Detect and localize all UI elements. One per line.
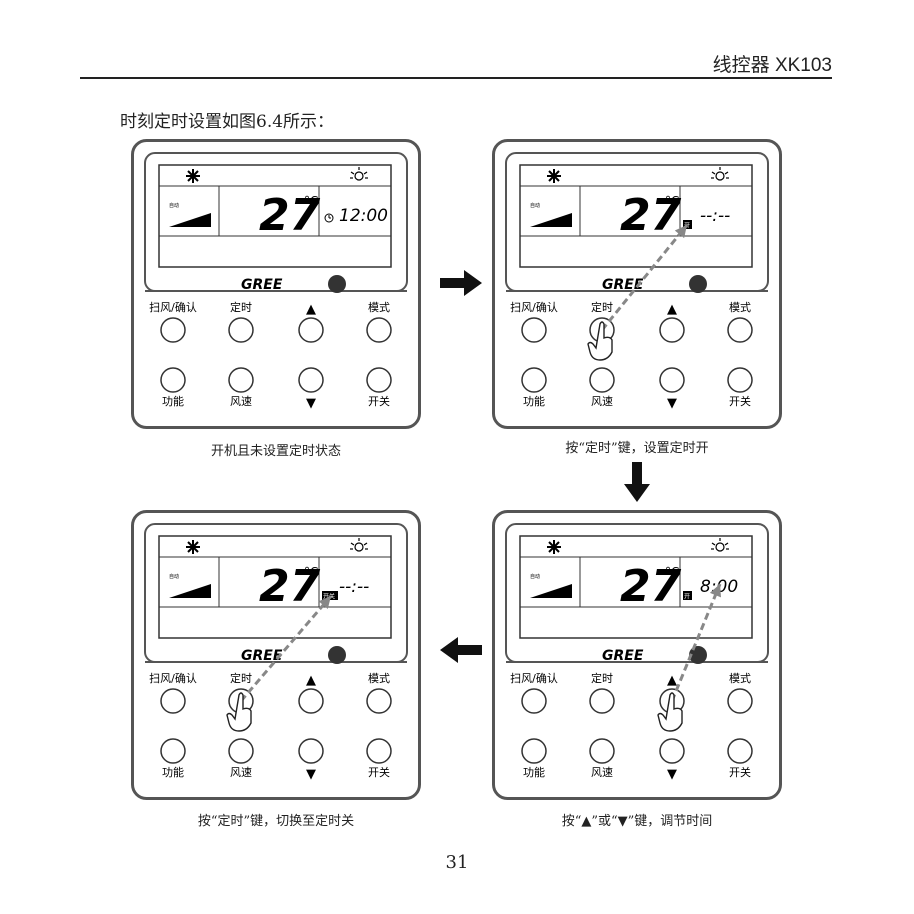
power-label: 开关 (368, 394, 390, 408)
function-button[interactable] (522, 739, 546, 763)
fan-speed-label: 风速 (591, 766, 613, 779)
mode-label-btn: 模式 (368, 672, 390, 685)
caption-initial: 开机且未设置定时状态 (131, 440, 421, 459)
snowflake-icon (186, 540, 200, 554)
mode-label-btn: 模式 (729, 301, 751, 314)
time-value: 12:00 (339, 206, 388, 226)
panel-set-timer-on: 自动 27 °C 开 --:-- GREE 扫风/确认 定时 ▲ 模式 功能 (492, 139, 782, 429)
swing-confirm-label: 扫风/确认 (149, 301, 197, 314)
time-value: --:-- (339, 577, 369, 597)
fan-speed-label: 风速 (230, 395, 252, 408)
power-button[interactable] (367, 739, 391, 763)
mode-label: 自动 (530, 202, 540, 209)
mode-button[interactable] (728, 689, 752, 713)
up-button[interactable] (299, 689, 323, 713)
arrow-right (440, 270, 482, 296)
power-indicator (689, 275, 707, 293)
up-button[interactable] (299, 318, 323, 342)
fan-speed-button[interactable] (229, 739, 253, 763)
function-button[interactable] (161, 739, 185, 763)
down-label: ▼ (667, 767, 677, 782)
brand-logo: GREE (241, 277, 283, 293)
temperature-unit: °C (304, 565, 318, 579)
panel-switch-timer-off: 自动 27 °C 开关 --:-- GREE 扫风/确认 定时 ▲ 模式 功能 (131, 510, 421, 800)
timer-label: 定时 (591, 300, 613, 314)
swing-confirm-label: 扫风/确认 (510, 301, 558, 314)
fan-speed-label: 风速 (230, 766, 252, 779)
down-label: ▼ (306, 767, 316, 782)
header-rule (80, 77, 832, 79)
mode-button[interactable] (367, 689, 391, 713)
mode-label: 自动 (169, 202, 179, 209)
timer-label: 定时 (230, 671, 252, 685)
snowflake-icon (547, 540, 561, 554)
caption-switch-timer-off: 按“定时”键，切换至定时关 (131, 810, 421, 829)
fan-speed-button[interactable] (229, 368, 253, 392)
mode-label: 自动 (169, 573, 179, 580)
up-button[interactable] (660, 318, 684, 342)
arrow-left (440, 637, 482, 663)
panel-adjust-time: 自动 27 °C 开 8:00 GREE 扫风/确认 定时 ▲ 模式 功能 (492, 510, 782, 800)
swing-confirm-button[interactable] (161, 689, 185, 713)
caption-set-timer-on: 按“定时”键，设置定时开 (492, 437, 782, 456)
temperature-unit: °C (304, 194, 318, 208)
time-value: --:-- (700, 206, 730, 226)
down-label: ▼ (306, 396, 316, 411)
timer-label: 定时 (591, 671, 613, 685)
brand-logo: GREE (602, 648, 644, 664)
function-label: 功能 (162, 394, 184, 408)
down-button[interactable] (660, 739, 684, 763)
swing-confirm-label: 扫风/确认 (149, 672, 197, 685)
function-button[interactable] (161, 368, 185, 392)
power-indicator (328, 275, 346, 293)
power-button[interactable] (367, 368, 391, 392)
power-button[interactable] (728, 368, 752, 392)
power-button[interactable] (728, 739, 752, 763)
fan-speed-button[interactable] (590, 739, 614, 763)
mode-label: 自动 (530, 573, 540, 580)
caption-adjust-time: 按“▲”或“▼”键，调节时间 (492, 810, 782, 829)
function-label: 功能 (162, 765, 184, 779)
timer-tag: 开 (683, 591, 692, 601)
temperature-unit: °C (665, 194, 679, 208)
panel-initial: 自动 27 °C 12:00 GREE 扫风/确认 定时 ▲ 模式 功能 (131, 139, 421, 429)
down-button[interactable] (299, 739, 323, 763)
power-label: 开关 (729, 394, 751, 408)
power-label: 开关 (729, 765, 751, 779)
arrow-down (624, 462, 650, 502)
mode-label-btn: 模式 (368, 301, 390, 314)
fan-speed-button[interactable] (590, 368, 614, 392)
timer-label: 定时 (230, 300, 252, 314)
header-title: 线控器 XK103 (713, 50, 832, 77)
intro-text: 时刻定时设置如图6.4所示： (120, 107, 334, 132)
swing-confirm-button[interactable] (161, 318, 185, 342)
power-label: 开关 (368, 765, 390, 779)
mode-label-btn: 模式 (729, 672, 751, 685)
up-label: ▲ (667, 673, 677, 688)
up-label: ▲ (667, 302, 677, 317)
svg-text:开: 开 (684, 594, 690, 601)
brand-logo: GREE (241, 648, 283, 664)
timer-button[interactable] (590, 689, 614, 713)
function-label: 功能 (523, 394, 545, 408)
up-label: ▲ (306, 673, 316, 688)
down-button[interactable] (299, 368, 323, 392)
down-button[interactable] (660, 368, 684, 392)
snowflake-icon (186, 169, 200, 183)
swing-confirm-label: 扫风/确认 (510, 672, 558, 685)
temperature-unit: °C (665, 565, 679, 579)
timer-button[interactable] (229, 318, 253, 342)
up-label: ▲ (306, 302, 316, 317)
snowflake-icon (547, 169, 561, 183)
mode-button[interactable] (728, 318, 752, 342)
swing-confirm-button[interactable] (522, 318, 546, 342)
fan-speed-label: 风速 (591, 395, 613, 408)
function-label: 功能 (523, 765, 545, 779)
swing-confirm-button[interactable] (522, 689, 546, 713)
function-button[interactable] (522, 368, 546, 392)
page-number: 31 (0, 852, 914, 873)
power-indicator (328, 646, 346, 664)
down-label: ▼ (667, 396, 677, 411)
mode-button[interactable] (367, 318, 391, 342)
